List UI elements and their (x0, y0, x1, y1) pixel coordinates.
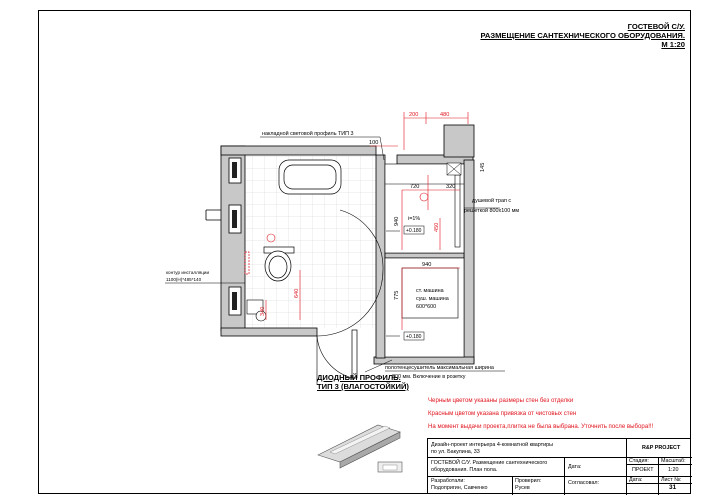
profile-title-2: ТИП 3 (ВЛАГОСТОЙКИЙ) (317, 382, 409, 391)
tb-sheet-2: оборудования. План пола. (431, 466, 498, 473)
label-washer-1: ст. машина (416, 288, 444, 294)
tb-stage-label: Стадия: (629, 458, 649, 464)
note-3: На момент выдачи проекта,плитка не была … (428, 423, 654, 430)
led-profile-image (317, 424, 403, 473)
profile-title-1: ДИОДНЫЙ ПРОФИЛЬ. (317, 373, 401, 382)
wall-right (463, 159, 475, 364)
header-line-1: ГОСТЕВОЙ С/У. (627, 22, 685, 31)
wall-bottom-left (220, 327, 318, 337)
wall-bottom-right (373, 356, 475, 365)
wall-partition (384, 252, 465, 259)
bidet (246, 299, 267, 322)
label-towel-1: полотенцесушитель максимальная ширина (385, 365, 494, 371)
installation-contour (244, 251, 250, 275)
tb-sheet: ГОСТЕВОЙ С/У. Размещение сантехнического… (431, 460, 563, 473)
wall-top (220, 145, 377, 156)
dim-940-h: 940 (422, 262, 431, 268)
wall-mid (375, 154, 386, 359)
label-shower-1: душевой трап с (472, 197, 511, 204)
label-light-profile: накладной световой профиль ТИП 3 (262, 130, 354, 137)
title-block: Дизайн-проект интерьера 4-комнатной квар… (427, 438, 692, 495)
label-shower-2: решеткой 800х100 мм (464, 207, 519, 214)
tb-project-2: по ул. Бакулина, 33 (431, 448, 480, 455)
label-washer-2: суш. машина (416, 296, 449, 302)
tb-checked: Русев (515, 485, 530, 491)
tb-sheet-no: 31 (669, 484, 677, 491)
note-1: Черным цветом указаны размеры стен без о… (428, 397, 574, 404)
label-towel-2: 300 мм. Включение в розетку (392, 374, 466, 380)
tb-agreed-label: Согласовал: (568, 480, 600, 486)
dim-450: 450 (434, 223, 440, 232)
tb-sheet-no-label: Лист №: (661, 477, 682, 483)
walls (220, 124, 475, 365)
dim-640: 640 (294, 289, 300, 298)
red-notes: Черным цветом указаны размеры стен без о… (428, 394, 653, 433)
dim-145: 145 (480, 163, 486, 172)
door-swing (316, 269, 384, 337)
tb-project: Дизайн-проект интерьера 4-комнатной квар… (431, 442, 621, 455)
tb-developers: Подопригин, Савченко (431, 485, 488, 491)
tb-scale-value: 1:20 (668, 467, 679, 473)
towel-dryer (351, 329, 358, 379)
bathtub (278, 159, 342, 195)
label-installation-1: контур инсталляции (166, 270, 209, 275)
note-2: Красным цветом указана привязка от чисто… (428, 410, 577, 417)
tb-project-1: Дизайн-проект интерьера 4-комнатной квар… (431, 442, 554, 448)
dim-320: 320 (446, 184, 455, 190)
tb-company: R&P PROJECT (642, 445, 681, 451)
level-2-text: +0.180 (406, 334, 422, 340)
sheet-frame (38, 10, 691, 494)
tb-developers-label: Разработали: (431, 478, 465, 484)
dim-340: 340 (260, 307, 266, 316)
washer-area (384, 257, 465, 358)
wall-column (443, 124, 475, 158)
sheet-header: ГОСТЕВОЙ С/У. РАЗМЕЩЕНИЕ САНТЕХНИЧЕСКОГО… (480, 22, 685, 49)
red-dimensions (265, 112, 469, 330)
level-box-2 (403, 331, 425, 341)
label-washer-3: 600*600 (416, 304, 436, 310)
dim-200: 200 (409, 112, 418, 118)
label-slope: i=1% (408, 216, 420, 222)
dim-100: 100 (369, 140, 378, 146)
leaders (165, 136, 505, 373)
door-leaf (316, 335, 353, 379)
dim-480: 480 (440, 112, 449, 118)
tb-stage-value: ПРОЕКТ (632, 467, 654, 473)
wall-stub (205, 209, 221, 221)
tb-scale-label: Масштаб: (661, 458, 686, 464)
dim-775: 775 (394, 291, 400, 300)
level-box-1 (403, 225, 425, 235)
dim-940-v: 940 (394, 217, 400, 226)
shower-area (384, 163, 465, 254)
tb-sheet-1: ГОСТЕВОЙ С/У. Размещение сантехнического (431, 460, 548, 466)
door-swing-2 (339, 209, 384, 271)
shower-drain (454, 174, 461, 248)
profile-title: ДИОДНЫЙ ПРОФИЛЬ. ТИП 3 (ВЛАГОСТОЙКИЙ) (317, 373, 409, 391)
tb-checked-label: Проверил: (515, 478, 542, 484)
level-1-text: +0.180 (406, 228, 422, 234)
dim-720: 720 (410, 184, 419, 190)
tb-date2-label: Дата: (629, 477, 643, 483)
label-installation-2: 1100(Н)*485*140 (166, 277, 202, 282)
toilet (263, 246, 295, 282)
header-line-3: М 1:20 (661, 40, 685, 49)
tb-date-label: Дата: (568, 464, 582, 470)
header-line-2: РАЗМЕЩЕНИЕ САНТЕХНИЧЕСКОГО ОБОРУДОВАНИЯ. (480, 31, 685, 40)
